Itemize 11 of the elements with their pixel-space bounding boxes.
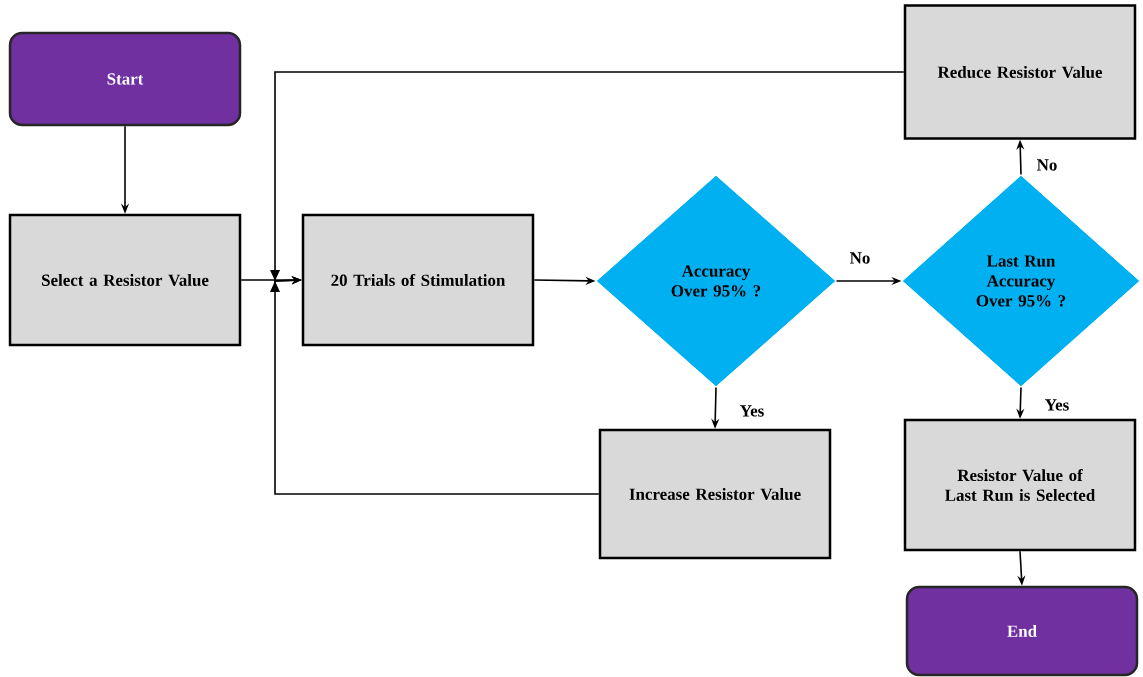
edge-label: No <box>850 252 870 264</box>
edge-label: Yes <box>740 405 764 417</box>
terminal-box: Start <box>8 31 242 127</box>
process-box: Resistor Value of Last Run is Selected <box>903 418 1137 552</box>
process-box: Increase Resistor Value <box>598 428 832 560</box>
process-box: 20 Trials of Stimulation <box>301 213 535 347</box>
edge-label: Yes <box>1045 399 1069 411</box>
edge-label: No <box>1037 159 1057 171</box>
process-box: Select a Resistor Value <box>8 213 242 347</box>
terminal-box: End <box>905 585 1139 677</box>
process-box: Reduce Resistor Value <box>903 4 1137 140</box>
